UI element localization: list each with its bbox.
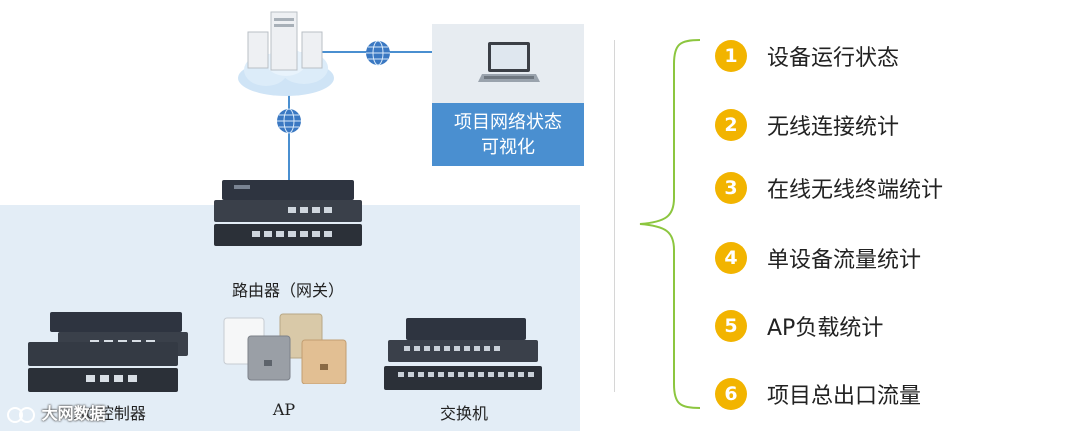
number-badge: 3: [715, 172, 747, 204]
watermark: 大网数据: [6, 400, 106, 424]
watermark-text: 大网数据: [41, 404, 106, 423]
feature-item: 5 AP负载统计: [715, 309, 883, 343]
brace-icon: [639, 39, 701, 409]
feature-label: 单设备流量统计: [767, 248, 922, 273]
visualization-label-line1: 项目网络状态: [454, 111, 562, 133]
switch-caption: 交换机: [439, 404, 488, 423]
ap-device-icon: [223, 313, 347, 384]
feature-label: 项目总出口流量: [767, 384, 922, 409]
divider: [614, 40, 615, 392]
globe-icon: [366, 40, 390, 66]
feature-label: 在线无线终端统计: [767, 178, 944, 203]
number-badge: 1: [715, 40, 747, 72]
cloud-server-icon: [238, 11, 334, 96]
feature-item: 3 在线无线终端统计: [715, 171, 943, 205]
number-badge: 4: [715, 242, 747, 274]
visualization-label: 项目网络状态 可视化: [432, 103, 584, 166]
watermark-logo-icon: [7, 406, 35, 423]
feature-label: AP负载统计: [767, 316, 884, 341]
feature-item: 1 设备运行状态: [715, 39, 899, 73]
ap-caption: AP: [272, 400, 296, 419]
ac-controller-caption: AC控制器: [74, 404, 146, 423]
number-badge: 2: [715, 109, 747, 141]
visualization-label-line2: 可视化: [481, 136, 535, 158]
feature-label: 无线连接统计: [767, 115, 900, 140]
globe-icon: [277, 108, 301, 134]
number-badge: 5: [715, 310, 747, 342]
feature-item: 2 无线连接统计: [715, 108, 899, 142]
feature-item: 6 项目总出口流量: [715, 377, 921, 411]
ac-controller-icon: [28, 312, 188, 392]
switch-device-icon: [384, 318, 542, 390]
number-badge: 6: [715, 378, 747, 410]
feature-item: 4 单设备流量统计: [715, 241, 921, 275]
laptop-icon: [478, 42, 540, 82]
router-device-icon: [214, 180, 362, 246]
feature-label: 设备运行状态: [767, 46, 900, 71]
router-caption: 路由器（网关）: [231, 281, 344, 300]
